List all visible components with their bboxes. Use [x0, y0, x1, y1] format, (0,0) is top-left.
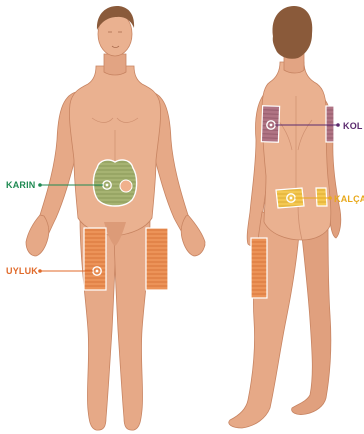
back-thigh-area: [251, 238, 267, 298]
arm-label: KOL: [343, 121, 363, 131]
back-thigh-zone[interactable]: [251, 238, 267, 298]
thigh-injection-dot: [96, 270, 99, 273]
abdomen-label: KARIN: [6, 180, 36, 190]
hip-area-right: [316, 188, 327, 206]
hip-label: KALÇA: [334, 194, 364, 204]
thigh-area-right: [146, 228, 168, 290]
back-hair: [273, 6, 313, 59]
arm-area-far: [326, 106, 334, 142]
thigh-leader-tip: [38, 269, 42, 273]
hip-injection-dot: [290, 197, 293, 200]
arm-leader-tip: [336, 123, 340, 127]
front-right-leg: [114, 218, 150, 430]
thigh-zone-right[interactable]: [146, 228, 168, 290]
abdomen-leader-tip: [38, 183, 42, 187]
thigh-zone-left[interactable]: [84, 228, 106, 290]
thigh-label: UYLUK: [6, 266, 38, 276]
front-left-hand: [26, 215, 49, 256]
thigh-area-left: [84, 228, 106, 290]
back-figure: [229, 6, 341, 428]
arm-injection-dot: [270, 124, 273, 127]
abdomen-zone[interactable]: [93, 160, 136, 206]
front-right-hand: [181, 215, 205, 256]
hip-leader-tip: [328, 196, 332, 200]
back-torso: [262, 62, 331, 240]
navel-marker: [120, 180, 132, 192]
front-neck: [104, 54, 126, 75]
abdomen-injection-dot: [106, 184, 109, 187]
front-figure: [26, 6, 205, 430]
